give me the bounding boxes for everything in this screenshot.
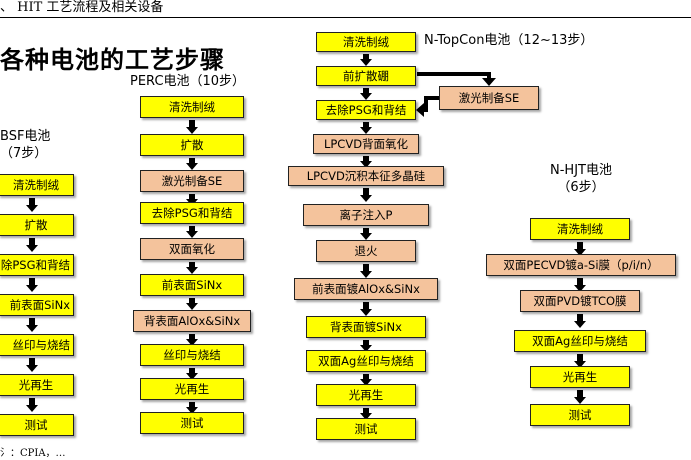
hjt-arrow-5 [574,390,586,404]
topcon-arrow-2 [360,88,372,100]
topcon-branch-to-se [417,72,496,86]
topcon-step-2: 前扩散硼 [316,66,416,86]
topcon-title: N-TopCon电池（12~13步） [424,33,594,48]
topcon-arrow-8 [360,302,372,316]
perc-step-2: 扩散 [140,134,244,156]
bsf-title: BSF电池 （7步） [0,128,51,162]
hjt-step-6: 测试 [530,404,630,426]
bsf-arrow-6 [26,398,38,412]
perc-step-1: 清洗制绒 [140,96,244,118]
bsf-step-1: 清洗制绒 [0,174,74,196]
bsf-title-line1: BSF电池 [0,129,51,144]
topcon-arrow-10 [360,374,372,386]
hjt-title: N-HJT电池 （6步） [526,162,636,196]
topcon-step-5: LPCVD沉积本征多晶硅 [288,166,444,186]
perc-arrow-5 [186,262,198,274]
perc-step-6: 前表面SiNx [140,274,244,296]
topcon-step-1: 清洗制绒 [316,32,416,52]
hjt-arrow-1 [574,242,586,256]
topcon-optional-step: 激光制备SE [439,86,539,110]
perc-step-9: 光再生 [140,378,244,400]
hjt-arrow-3 [574,314,586,328]
perc-arrow-1 [186,120,198,134]
hjt-title-line1: N-HJT电池 [550,163,612,178]
hjt-step-1: 清洗制绒 [530,218,630,240]
bsf-step-2: 扩散 [0,214,74,236]
hjt-step-4: 双面Ag丝印与烧结 [514,330,646,352]
bsf-arrow-5 [26,358,38,372]
bsf-step-6: 光再生 [0,374,74,396]
perc-step-8: 丝印与烧结 [140,344,244,366]
topcon-arrow-7 [360,264,372,278]
topcon-step-10: 双面Ag丝印与烧结 [306,350,426,372]
hjt-arrow-4 [574,354,586,368]
bsf-arrow-2 [26,238,38,252]
section-heading: 、 HIT 工艺流程及相关设备 [0,0,164,15]
hjt-step-5: 光再生 [530,366,630,388]
perc-step-7: 背表面AlOx&SiNx [133,310,251,332]
perc-step-5: 双面氧化 [140,238,244,260]
perc-step-4: 去除PSG和背结 [140,202,244,224]
bsf-step-3: 除PSG和背结 [0,254,74,276]
topcon-arrow-9 [360,340,372,352]
topcon-step-12: 测试 [316,418,416,440]
main-title: 各种电池的工艺步骤 [0,46,225,74]
bsf-step-4: 前表面SiNx [0,294,74,316]
topcon-arrow-5 [360,188,372,202]
perc-arrow-2 [186,158,198,170]
hjt-arrow-2 [574,278,586,292]
perc-title: PERC电池（10步） [130,74,246,89]
topcon-step-6: 离子注入P [303,204,429,226]
heading-rule [0,17,691,18]
bsf-step-7: 测试 [0,414,74,436]
bsf-arrow-1 [26,198,38,212]
topcon-step-9: 背表面镀SiNx [306,316,426,338]
topcon-branch-from-se [416,96,439,117]
perc-arrow-6 [186,298,198,310]
hjt-step-2: 双面PECVD镀a-Si膜（p/i/n） [486,254,676,276]
topcon-arrow-4 [360,156,372,168]
perc-arrow-4 [186,226,198,238]
topcon-step-8: 前表面镀AlOx&SiNx [294,278,438,300]
perc-arrow-9 [186,402,198,414]
topcon-step-3: 去除PSG和背结 [316,100,416,120]
topcon-step-4: LPCVD背面氧化 [313,134,419,154]
hjt-title-line2: （6步） [557,180,605,195]
topcon-arrow-1 [360,54,372,66]
hjt-step-3: 双面PVD镀TCO膜 [520,290,640,312]
perc-arrow-8 [186,368,198,380]
topcon-step-7: 退火 [316,240,416,262]
topcon-arrow-11 [360,408,372,420]
bsf-arrow-4 [26,318,38,332]
bsf-step-5: 丝印与烧结 [0,334,74,356]
perc-step-10: 测试 [140,412,244,434]
bsf-title-line2: （7步） [0,146,48,161]
perc-step-3: 激光制备SE [140,170,244,192]
perc-arrow-7 [186,334,198,346]
source-footer: 氵：CPIA，… [0,448,66,459]
topcon-step-11: 光再生 [316,384,416,406]
bsf-arrow-3 [26,278,38,292]
topcon-arrow-6 [360,228,372,240]
topcon-arrow-3 [360,122,372,134]
